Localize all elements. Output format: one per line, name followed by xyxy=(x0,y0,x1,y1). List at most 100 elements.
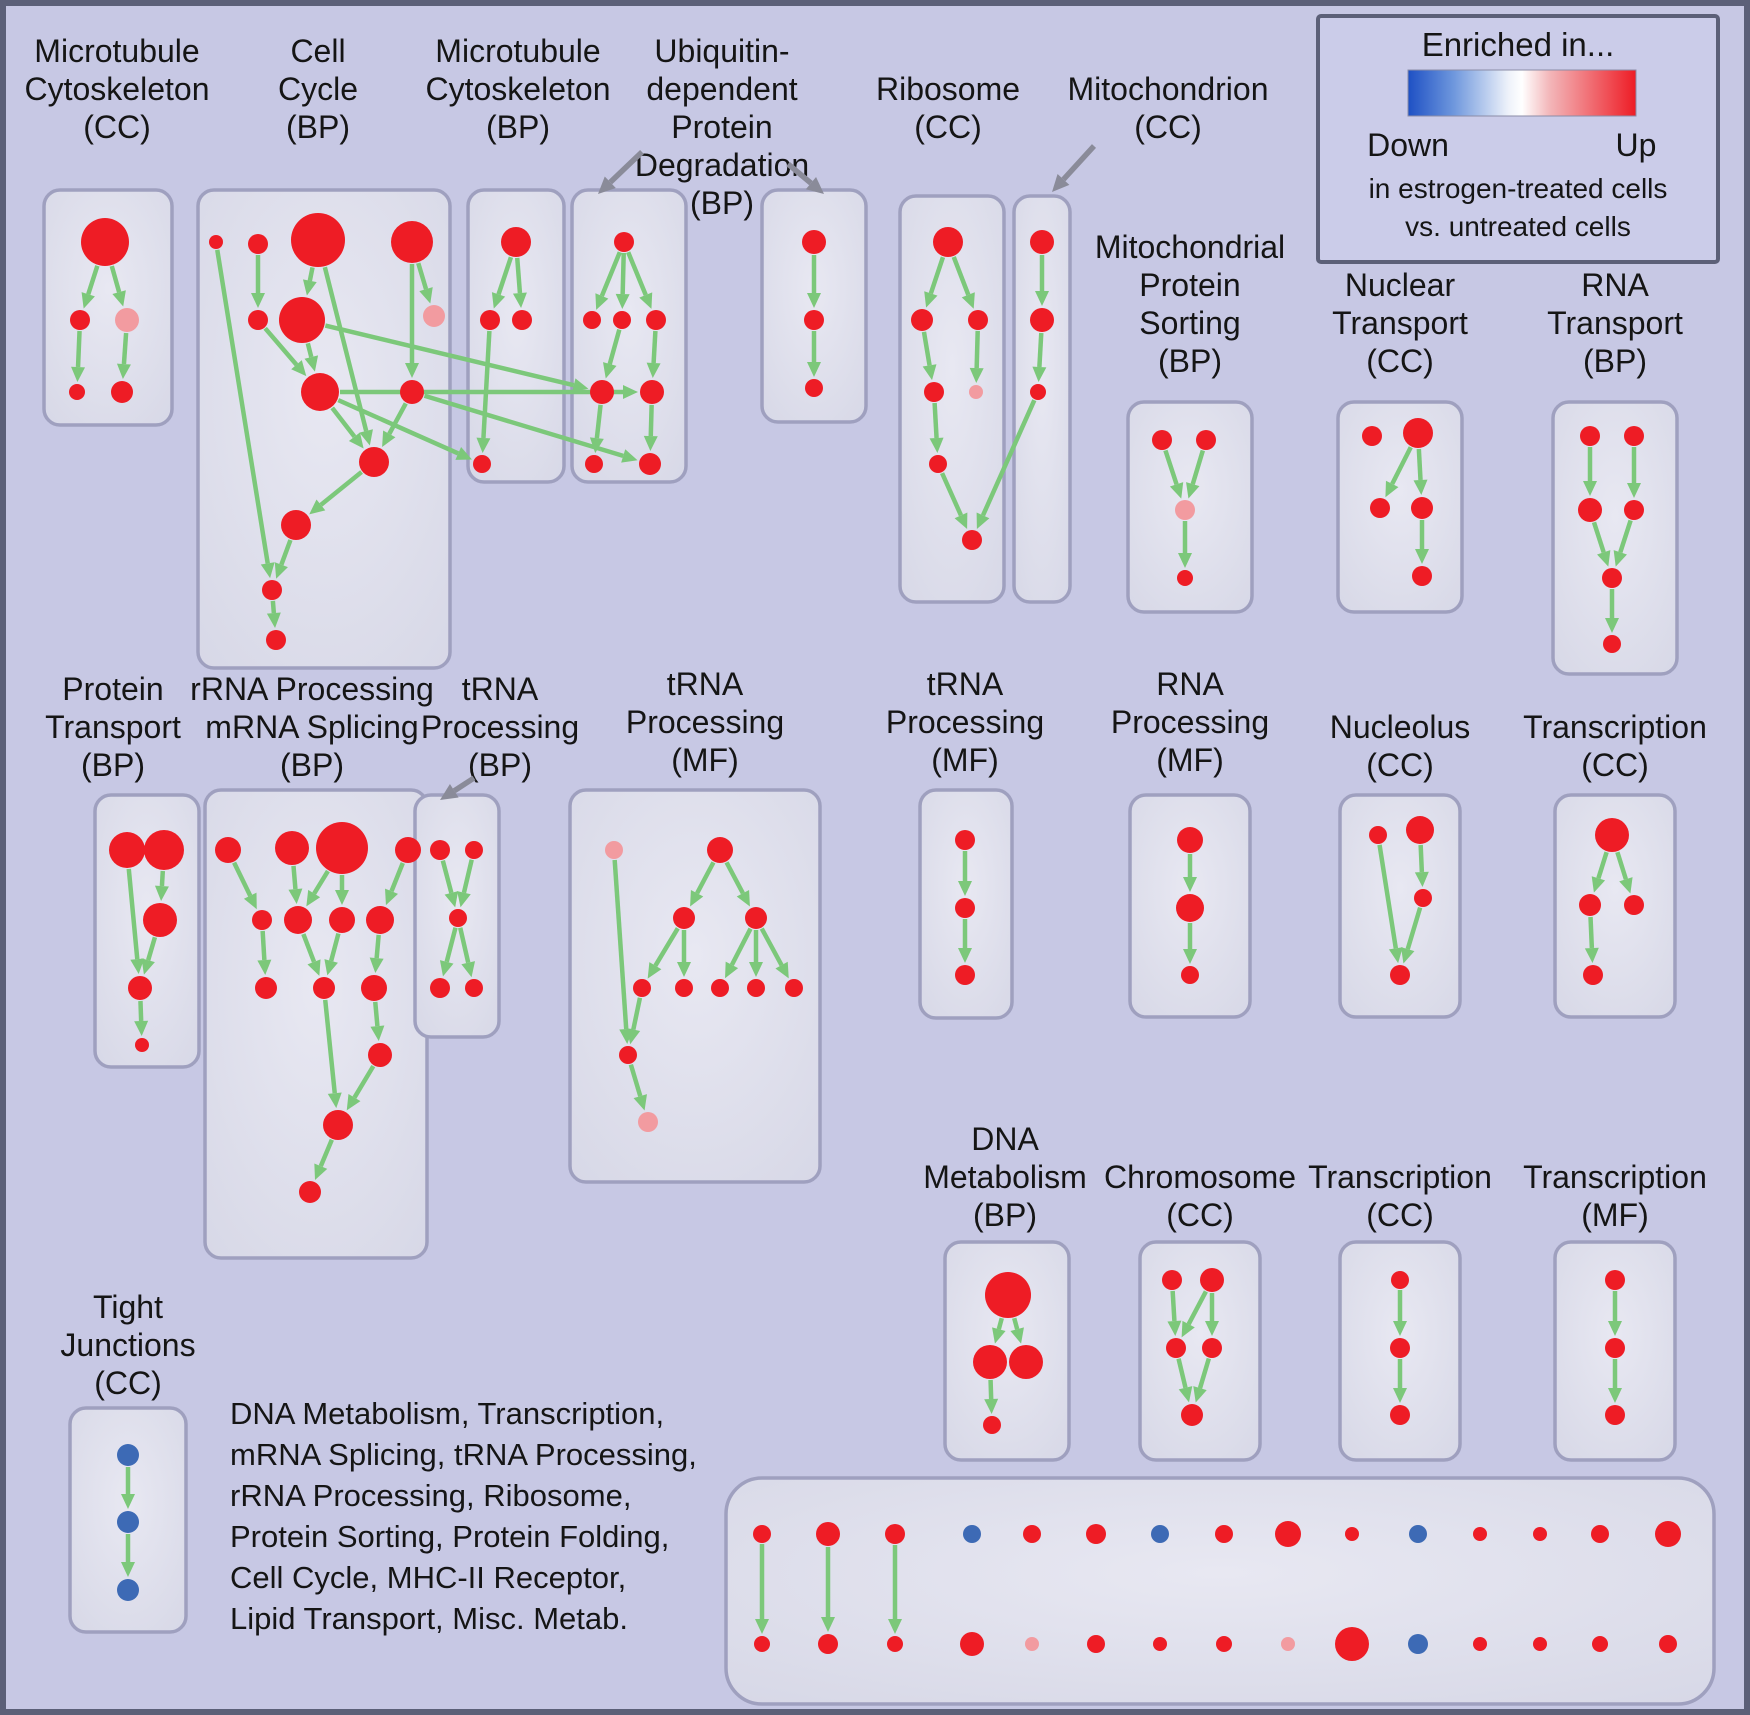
go-term-node xyxy=(279,297,325,343)
cluster-label-cell-cycle: (BP) xyxy=(286,109,350,145)
go-term-node xyxy=(605,841,623,859)
edge-arrow xyxy=(328,932,341,962)
edge-arrow xyxy=(374,934,381,959)
cluster-label-ubiquitin-1: Degradation xyxy=(635,147,809,183)
go-term-node xyxy=(1152,430,1172,450)
edge-arrow-head xyxy=(589,437,604,454)
cluster-label-cell-cycle: Cycle xyxy=(278,71,358,107)
edge-arrow xyxy=(1615,851,1629,880)
cluster-label-trna-mf-right: Processing xyxy=(886,704,1044,740)
cluster-label-transcription-mf: Transcription xyxy=(1523,1159,1707,1195)
go-term-node xyxy=(973,1345,1007,1379)
go-term-node xyxy=(1579,894,1601,916)
go-term-node xyxy=(1408,1634,1428,1654)
go-term-node xyxy=(1409,1525,1427,1543)
cluster-label-microtubule-bp: Microtubule xyxy=(435,33,600,69)
edge-arrow-head xyxy=(346,1093,361,1111)
edge-arrow-head xyxy=(639,292,653,309)
go-term-node xyxy=(109,832,145,868)
cluster-label-ubiquitin-1: Ubiquitin- xyxy=(654,33,789,69)
edge-arrow-head xyxy=(1619,877,1633,894)
go-term-node xyxy=(1603,635,1621,653)
cluster-box-shared-functions xyxy=(724,1476,1716,1706)
edge-arrow xyxy=(612,859,629,1030)
go-term-node xyxy=(128,976,152,1000)
edge-arrow-head xyxy=(572,378,589,393)
go-term-node xyxy=(818,1634,838,1654)
edge-arrow-head xyxy=(266,612,281,629)
go-term-node xyxy=(1655,1521,1681,1547)
edge-arrow-head xyxy=(1167,1320,1182,1337)
go-term-node xyxy=(1591,1525,1609,1543)
go-term-node xyxy=(747,979,765,997)
cluster-label-chromosome: (CC) xyxy=(1166,1197,1234,1233)
edge-arrow xyxy=(232,861,253,897)
go-term-node xyxy=(299,1181,321,1203)
edge-arrow xyxy=(159,870,166,887)
edge-arrow-head xyxy=(455,447,472,460)
edge-arrow-head xyxy=(121,1494,135,1509)
edge-arrow-head xyxy=(984,1398,999,1415)
go-term-node xyxy=(590,380,614,404)
go-term-node xyxy=(512,310,532,330)
edge-arrow xyxy=(263,326,299,367)
edge-arrow-head xyxy=(112,290,126,307)
cluster-label-microtubule-bp: (BP) xyxy=(486,109,550,145)
go-term-node xyxy=(255,977,277,999)
cluster-label-tight-junctions: Junctions xyxy=(60,1327,195,1363)
go-term-node xyxy=(1659,1635,1677,1653)
cluster-label-tight-junctions: Tight xyxy=(93,1289,163,1325)
cluster-label-ribosome: (CC) xyxy=(914,109,982,145)
edge-arrow-head xyxy=(348,432,364,449)
go-term-node xyxy=(639,453,661,475)
go-term-node xyxy=(1202,1338,1222,1358)
edge-arrow-head xyxy=(1178,553,1192,568)
edge-arrow xyxy=(1390,446,1413,485)
cluster-label-transcription-cc-bottom: (CC) xyxy=(1366,1197,1434,1233)
cluster-label-trna-bp: Processing xyxy=(421,709,579,745)
cluster-label-protein-transport: (BP) xyxy=(81,747,145,783)
edge-arrow xyxy=(1591,521,1606,554)
edge-arrow xyxy=(481,330,492,439)
edge-arrow-head xyxy=(969,367,984,384)
edge-arrow-head xyxy=(1613,550,1627,567)
go-term-node xyxy=(69,384,85,400)
go-term-node xyxy=(1086,1524,1106,1544)
edge-arrow-head xyxy=(457,891,471,908)
label-pointer-arrow-head xyxy=(805,176,824,194)
go-term-node xyxy=(753,1525,771,1543)
go-term-node xyxy=(1181,966,1199,984)
cluster-label-transcription-mf: (MF) xyxy=(1581,1197,1649,1233)
go-term-node xyxy=(323,1110,353,1140)
go-term-node xyxy=(1602,568,1622,588)
edge-arrow-head xyxy=(1414,871,1429,888)
cluster-box-mitochondrion xyxy=(1012,194,1072,604)
go-term-node xyxy=(313,977,335,999)
edge-arrow xyxy=(330,406,357,439)
edge-arrow-head xyxy=(274,562,288,579)
edge-arrow-head xyxy=(1597,550,1611,567)
edge-arrow xyxy=(337,398,460,456)
edge-arrow-head xyxy=(992,1327,1006,1344)
edge-arrow-head xyxy=(749,962,763,977)
edge-arrow xyxy=(1012,1317,1020,1330)
edge-arrow xyxy=(109,265,122,293)
go-term-node xyxy=(291,213,345,267)
go-term-node xyxy=(316,822,368,874)
edge-arrow xyxy=(305,342,314,358)
go-term-node xyxy=(361,975,387,1001)
go-term-node xyxy=(391,221,433,263)
cluster-box-rna-transport xyxy=(1551,400,1679,676)
cluster-box-transcription-cc-mid xyxy=(1553,793,1677,1019)
edge-arrow xyxy=(1190,449,1205,485)
edge-arrow-head xyxy=(444,891,459,908)
edge-arrow xyxy=(319,470,363,507)
edge-arrow xyxy=(312,869,330,895)
edge-arrow xyxy=(75,330,82,368)
go-term-node xyxy=(963,1525,981,1543)
go-term-node xyxy=(1151,1525,1169,1543)
edge-arrow-head xyxy=(807,362,821,377)
cluster-label-nucleolus: (CC) xyxy=(1366,747,1434,783)
go-term-node xyxy=(614,232,634,252)
go-term-node xyxy=(1153,1637,1167,1651)
